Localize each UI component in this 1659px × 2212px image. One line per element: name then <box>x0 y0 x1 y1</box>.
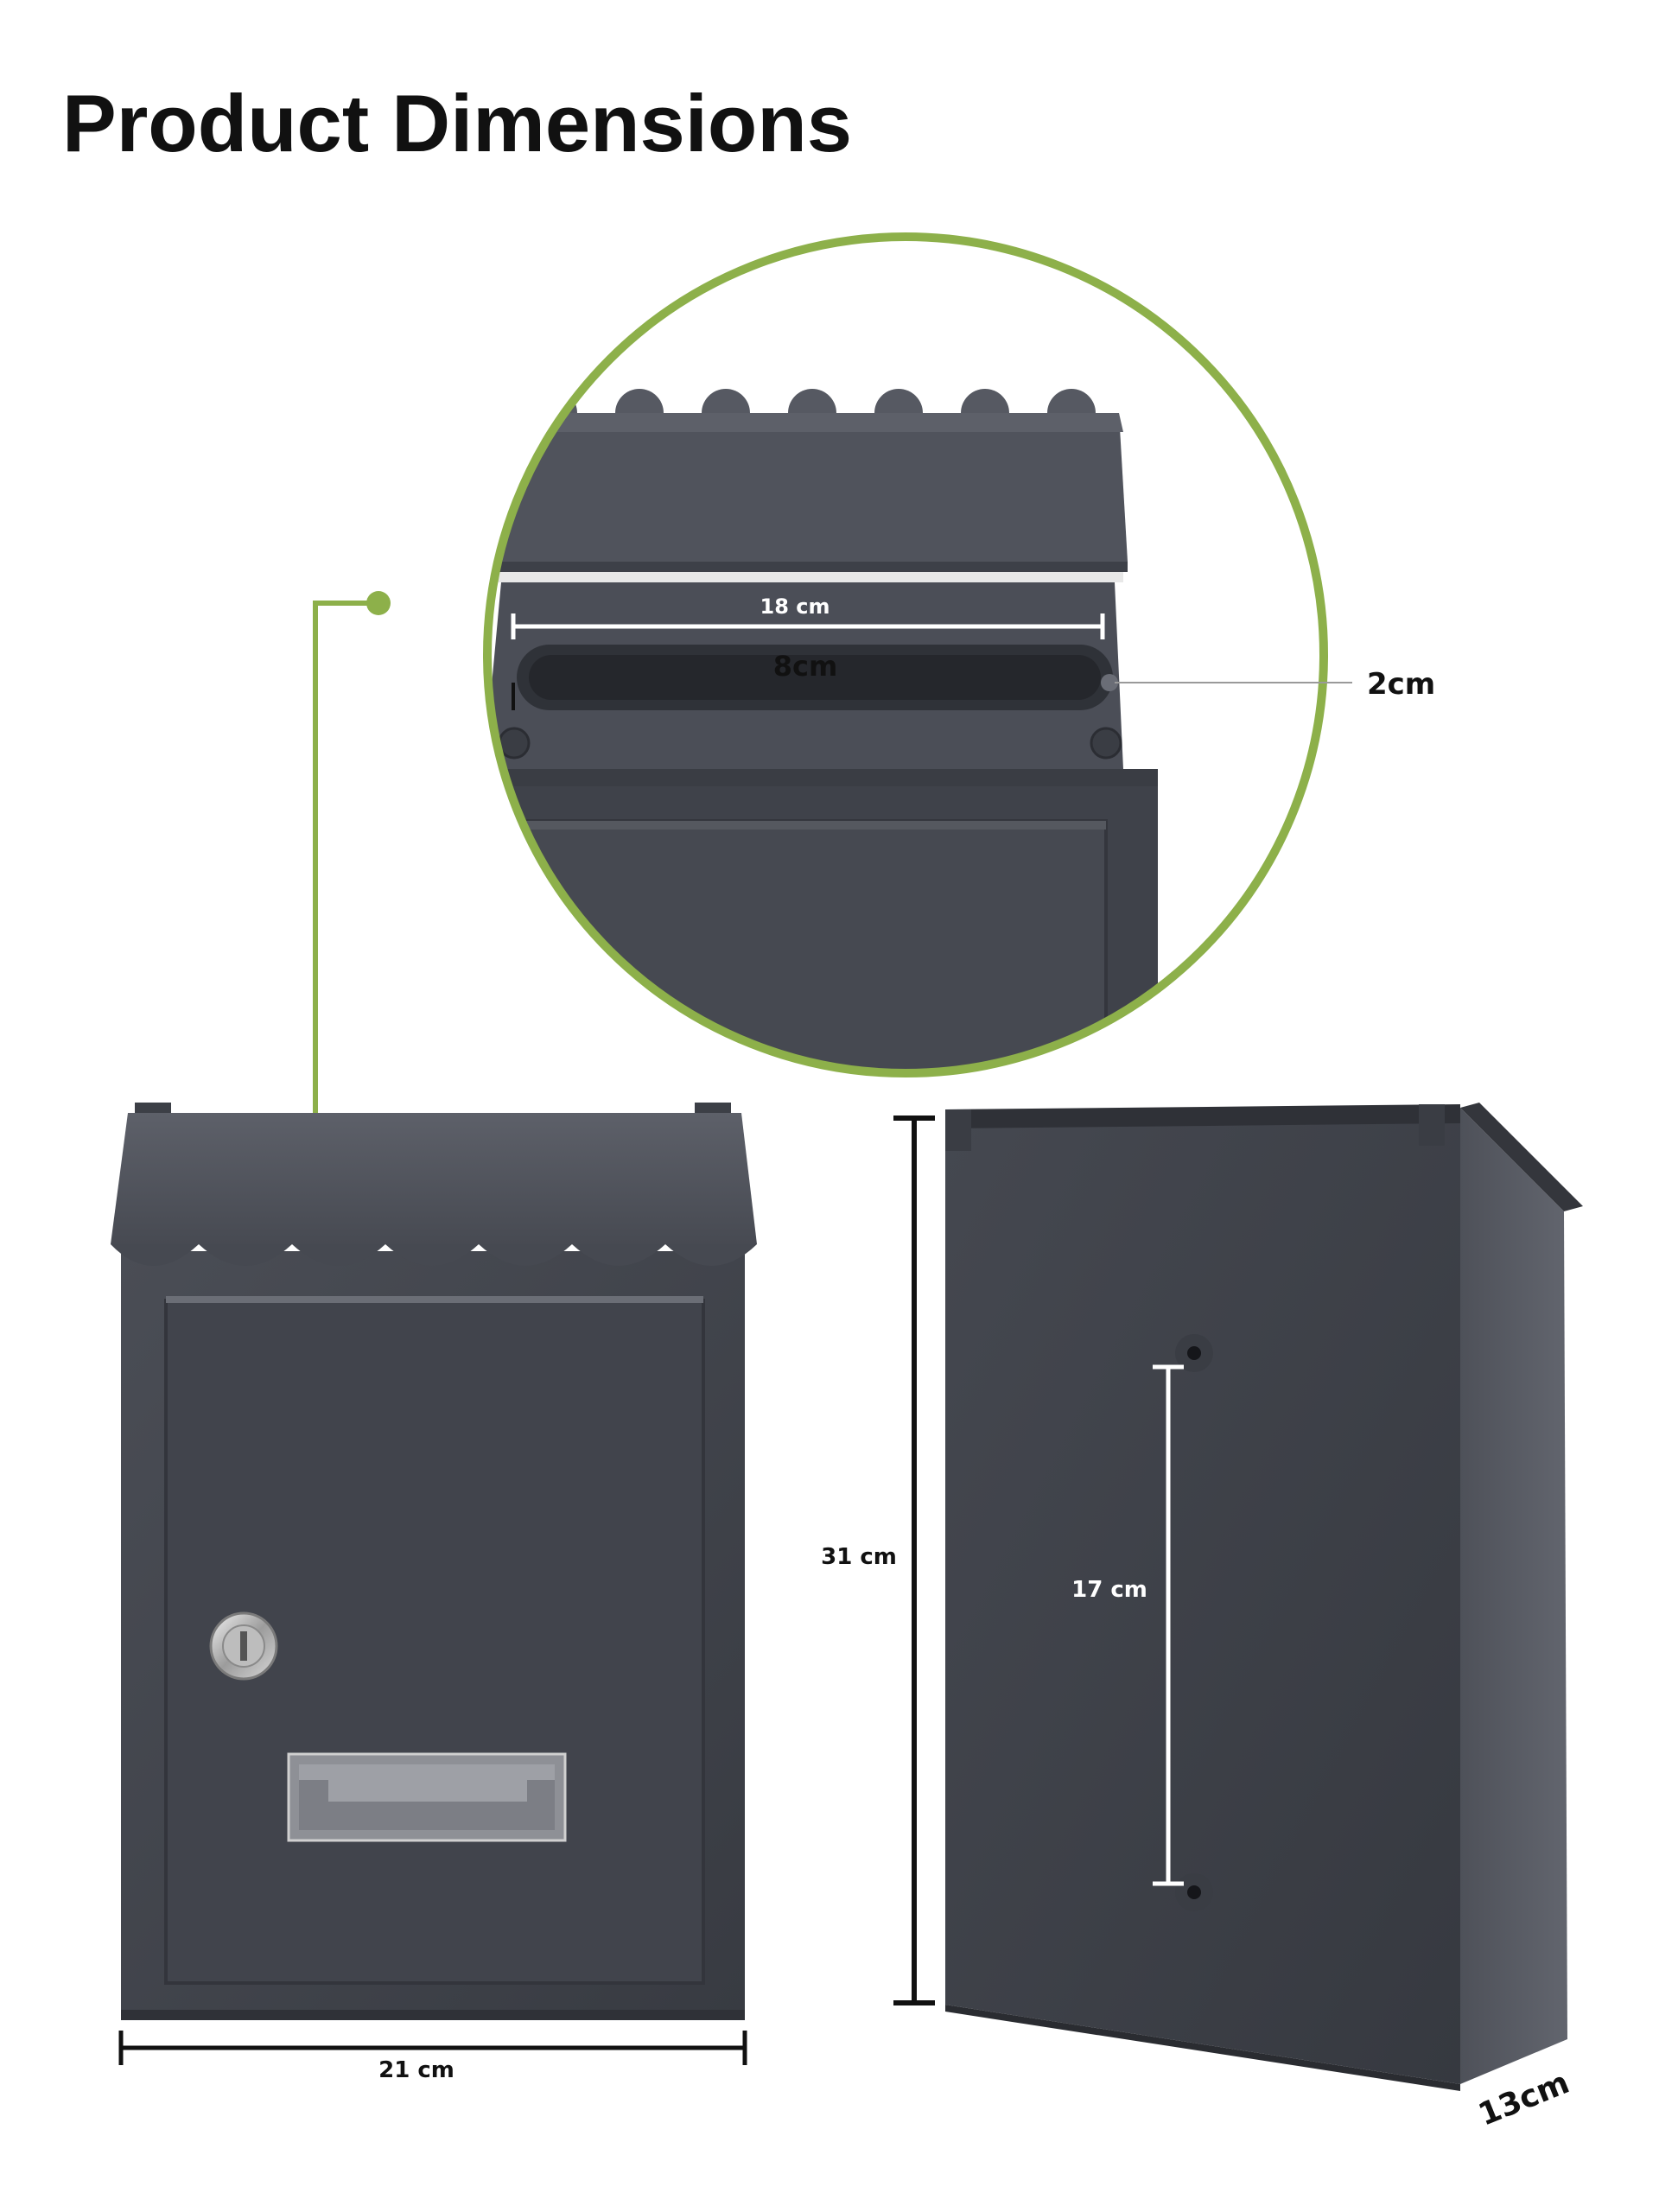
mount-hole-top <box>1175 1334 1213 1372</box>
mount-spacing-label: 17 cm <box>1071 1577 1147 1603</box>
front-width-dimension <box>118 2031 747 2065</box>
height-label: 31 cm <box>821 1544 897 1570</box>
slot-width-dimension <box>511 613 1105 639</box>
side-panel <box>1460 1108 1567 2084</box>
keyhole-lock-icon <box>209 1611 278 1681</box>
name-plate-window <box>287 1752 567 1842</box>
front-width-label: 21 cm <box>378 2057 454 2083</box>
back-view-mailbox <box>945 1103 1583 2091</box>
slot-height-label: 8cm <box>773 650 838 683</box>
front-view-mailbox <box>111 1103 757 2020</box>
roof-scallops <box>111 1244 757 1266</box>
mount-spacing-dimension <box>1153 1364 1184 1886</box>
back-panel <box>945 1108 1460 2084</box>
zoom-ring <box>483 232 1328 1077</box>
zoom-detail: 18 cm 8cm <box>483 232 1328 1077</box>
zoom-connector <box>303 591 391 1192</box>
slot-depth-label: 2cm <box>1367 667 1435 702</box>
front-roof <box>111 1113 757 1244</box>
mount-hole-bottom <box>1175 1873 1213 1911</box>
open-lid <box>489 389 1128 572</box>
slot-width-label: 18 cm <box>760 594 830 619</box>
page-title: Product Dimensions <box>62 78 853 168</box>
depth-label: 13cm <box>1474 2065 1574 2133</box>
height-dimension <box>893 1116 935 2005</box>
